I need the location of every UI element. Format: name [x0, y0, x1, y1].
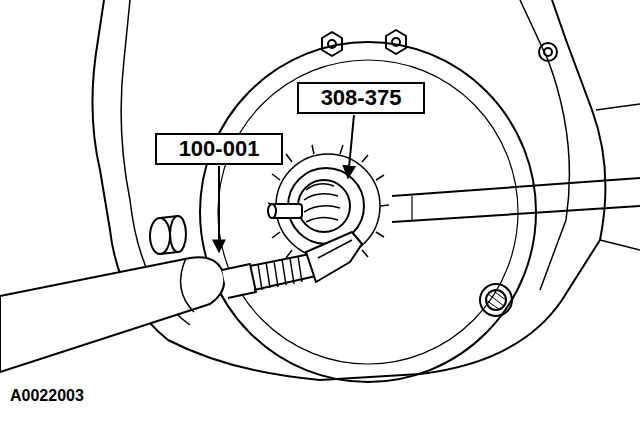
- leader-arrow: [348, 115, 354, 178]
- shaft: [392, 178, 640, 222]
- slide-hammer: [0, 232, 362, 372]
- tool-number: 100-001: [179, 138, 260, 160]
- housing-face: [200, 42, 536, 382]
- figure-number: A0022003: [10, 388, 84, 404]
- tool-number: 308-375: [321, 87, 402, 109]
- housing-outline: [92, 0, 605, 380]
- dowel: [150, 216, 186, 254]
- bolt: [322, 30, 557, 316]
- leader-arrow: [218, 166, 220, 252]
- tool-number-box: 308-375: [297, 82, 425, 114]
- tool-number-box: 100-001: [155, 133, 283, 165]
